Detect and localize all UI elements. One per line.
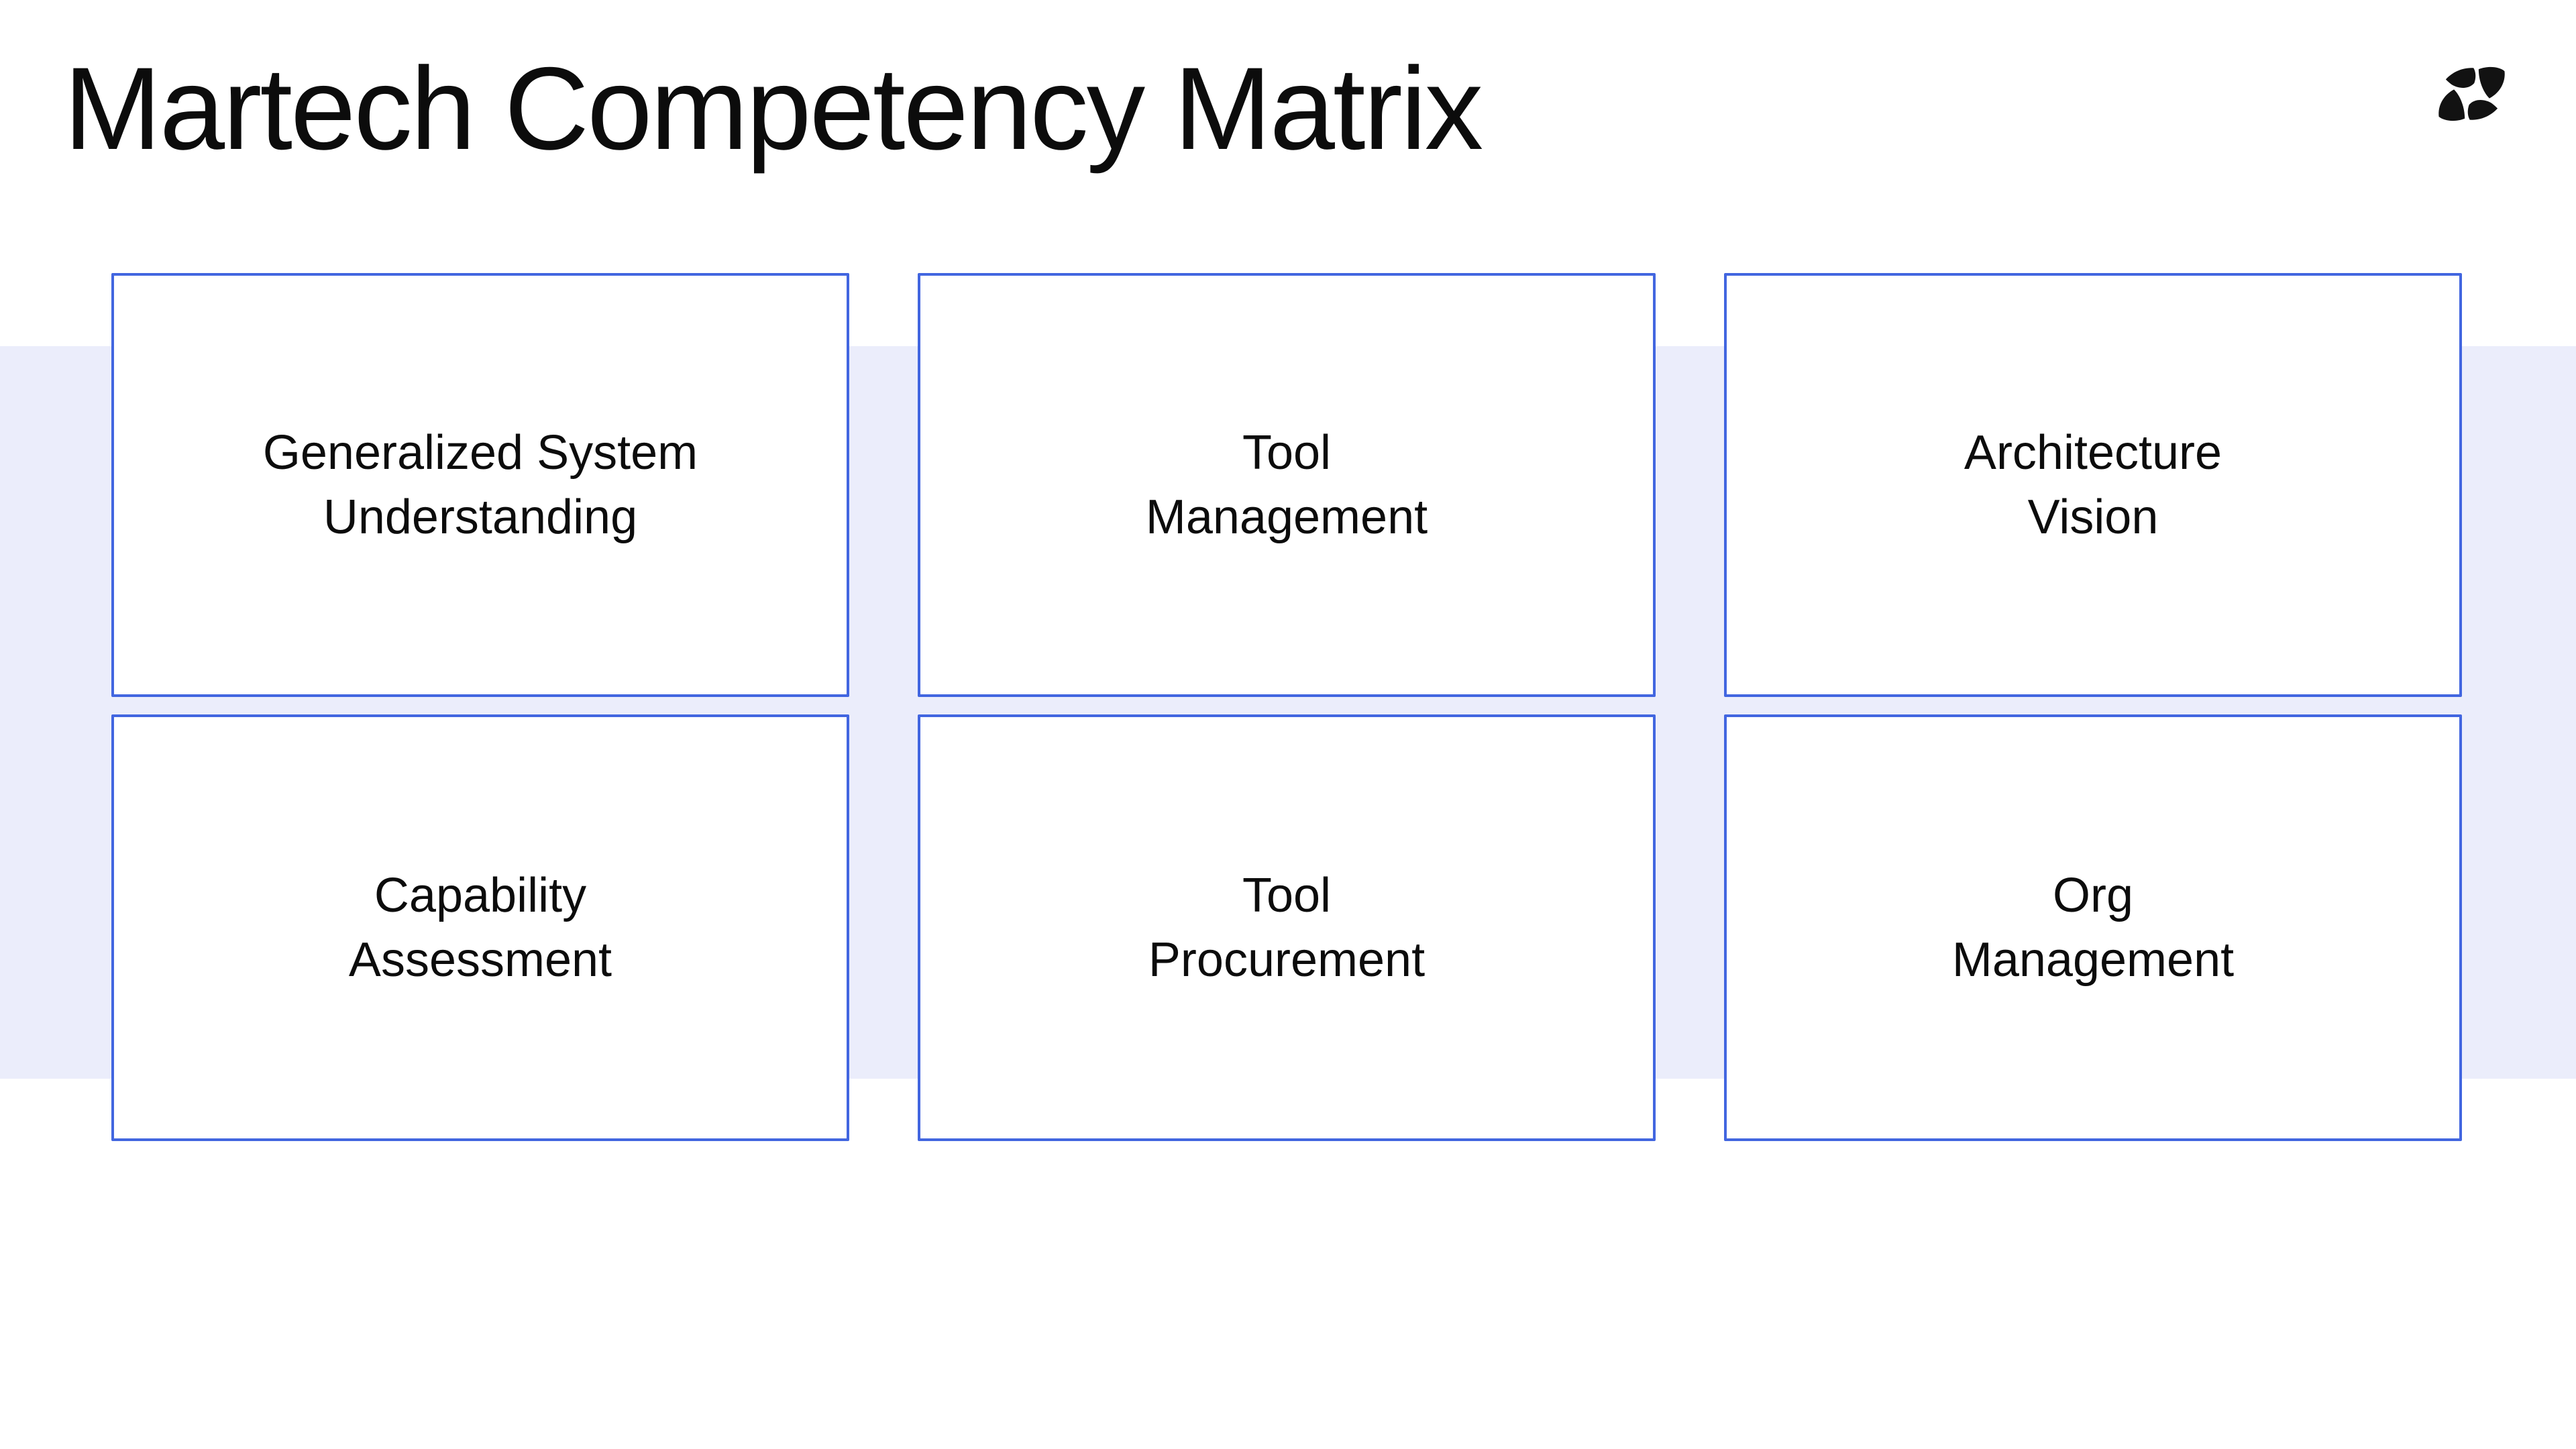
matrix-cell-capability-assessment: Capability Assessment bbox=[111, 714, 849, 1141]
competency-matrix-grid: Generalized System Understanding Tool Ma… bbox=[111, 273, 2462, 1141]
pinwheel-logo-icon bbox=[2434, 64, 2510, 123]
matrix-cell-tool-procurement: Tool Procurement bbox=[918, 714, 1656, 1141]
matrix-cell-label: Tool Procurement bbox=[1148, 869, 1426, 987]
matrix-cell-label: Capability Assessment bbox=[348, 869, 612, 987]
matrix-cell-label: Org Management bbox=[1951, 869, 2235, 987]
matrix-cell-tool-management: Tool Management bbox=[918, 273, 1656, 697]
matrix-cell-generalized-system-understanding: Generalized System Understanding bbox=[111, 273, 849, 697]
matrix-cell-label: Tool Management bbox=[1145, 426, 1428, 544]
matrix-cell-architecture-vision: Architecture Vision bbox=[1724, 273, 2462, 697]
matrix-cell-org-management: Org Management bbox=[1724, 714, 2462, 1141]
matrix-cell-label: Generalized System Understanding bbox=[262, 426, 698, 544]
page-title: Martech Competency Matrix bbox=[64, 44, 1483, 174]
matrix-cell-label: Architecture Vision bbox=[1964, 426, 2222, 544]
